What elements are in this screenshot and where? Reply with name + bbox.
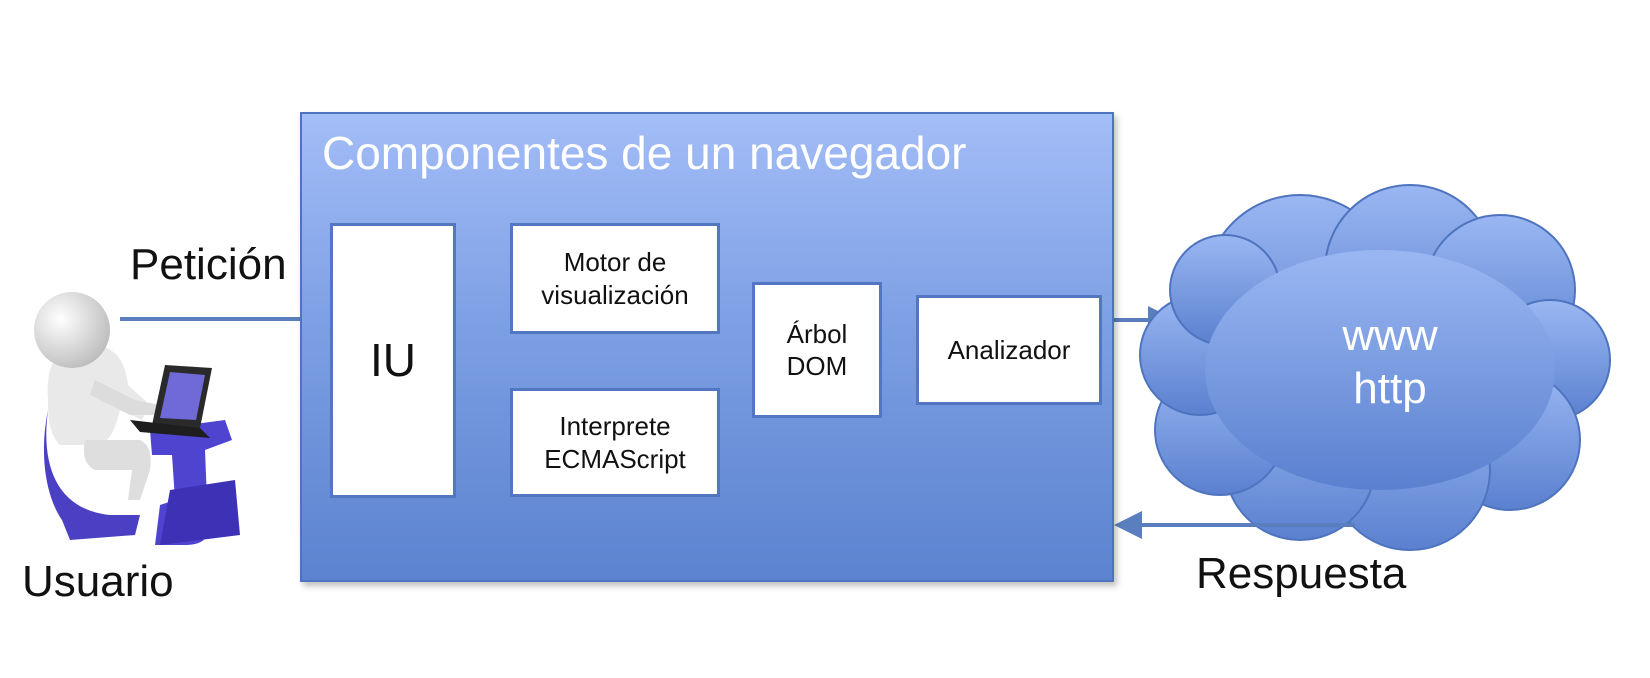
response-label: Respuesta — [1196, 549, 1407, 598]
response-arrow — [1114, 511, 1355, 539]
panel-title: Componentes de un navegador — [322, 127, 967, 179]
ui-box: IU — [330, 223, 456, 498]
dom-tree-label: Árbol DOM — [786, 318, 848, 382]
ecmascript-interpreter-label: Interprete ECMAScript — [544, 411, 686, 474]
rendering-engine-box: Motor de visualización — [510, 223, 720, 334]
parser-box: Analizador — [916, 295, 1102, 405]
cloud-icon — [1139, 184, 1611, 551]
user-label: Usuario — [22, 557, 174, 606]
ecmascript-interpreter-box: Interprete ECMAScript — [510, 388, 720, 497]
rendering-engine-label: Motor de visualización — [541, 247, 689, 310]
user-at-laptop-icon — [34, 292, 240, 545]
dom-tree-box: Árbol DOM — [752, 282, 882, 418]
parser-label: Analizador — [947, 334, 1071, 365]
ui-label: IU — [370, 333, 416, 386]
request-label: Petición — [130, 240, 287, 289]
cloud-text: www http — [1342, 311, 1438, 413]
